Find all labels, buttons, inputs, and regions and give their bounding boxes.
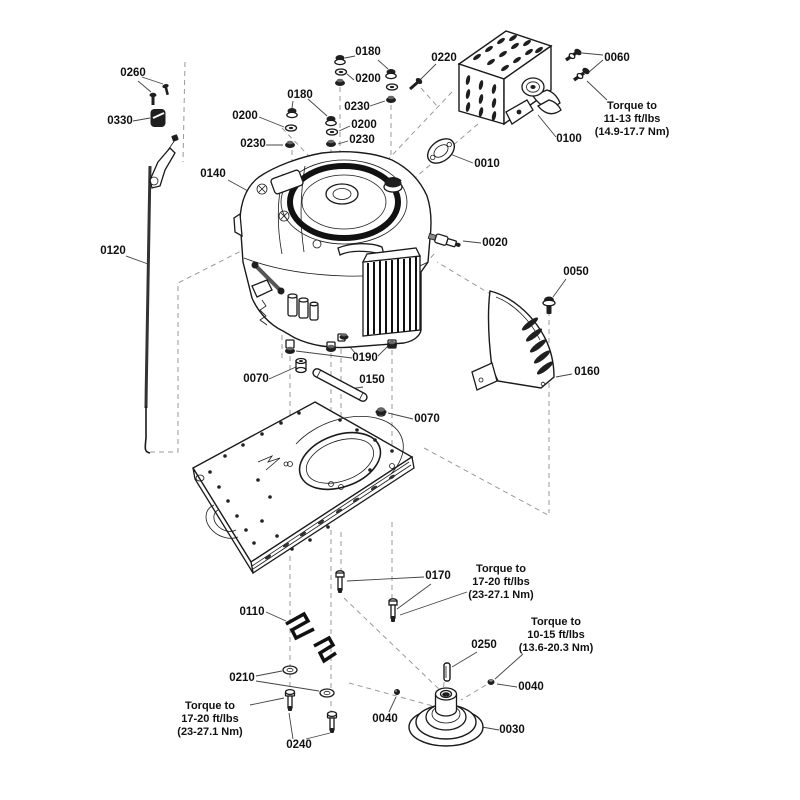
callout-0150: 0150 [359, 374, 385, 386]
clip-screws-0260 [149, 83, 169, 105]
torque-note-mount-right: Torque to 17-20 ft/lbs (23-27.1 Nm) [468, 563, 534, 601]
torque-note-pulley-line2: 10-15 ft/lbs [527, 629, 584, 641]
exhaust-gasket [426, 138, 456, 164]
muffler-outlet [521, 77, 562, 115]
throttle-cable-assembly [144, 134, 179, 454]
mount-bolts-0170 [335, 570, 398, 622]
engine-sticker-panel [270, 169, 304, 195]
callout-0010: 0010 [474, 158, 500, 170]
torque-note-mount-left-line1: Torque to [185, 700, 235, 712]
crankshaft-key-0250 [443, 662, 451, 682]
muffler-bolt-column-1 [334, 55, 348, 86]
plate-holes [208, 411, 394, 551]
spark-plug [427, 232, 461, 248]
nut-0040-left [394, 689, 400, 695]
callout-0040-left: 0040 [372, 713, 398, 725]
callout-0070-left: 0070 [243, 373, 269, 385]
callout-0200-muffler: 0200 [355, 73, 381, 85]
engine-mount-nuts-0190 [285, 333, 397, 354]
callout-0060: 0060 [604, 52, 630, 64]
muffler-louvers-top [473, 34, 543, 72]
callout-0220: 0220 [431, 52, 457, 64]
support-rod-0150 [312, 368, 368, 402]
torque-note-pulley: Torque to 10-15 ft/lbs (13.6-20.3 Nm) [519, 616, 594, 654]
torque-note-muffler-line3: (14.9-17.7 Nm) [595, 126, 670, 138]
torque-note-mount-left-line2: 17-20 ft/lbs [181, 713, 238, 725]
spacer-0070-left [295, 357, 307, 374]
carburetor-and-linkage [251, 261, 319, 326]
housing-bolt-column-2 [325, 116, 339, 147]
callout-0210: 0210 [229, 672, 255, 684]
torque-note-muffler-line2: 11-13 ft/lbs [604, 113, 661, 125]
torque-note-mount-right-line1: Torque to [476, 563, 526, 575]
plate-crank-opening [298, 431, 382, 491]
torque-note-pulley-line1: Torque to [531, 616, 581, 628]
oil-fill-cap [383, 177, 403, 193]
muffler-louvers-front [465, 75, 497, 121]
callout-0140: 0140 [200, 168, 226, 180]
callout-0160: 0160 [574, 366, 600, 378]
callout-0230-muffler: 0230 [344, 101, 370, 113]
callout-0070-right: 0070 [414, 413, 440, 425]
nut-0070-right [375, 407, 387, 417]
muffler-bolt-column-2 [385, 69, 399, 103]
muffler [457, 30, 562, 126]
callout-0030: 0030 [499, 724, 525, 736]
callout-0260: 0260 [120, 67, 146, 79]
screw-0220 [409, 77, 423, 91]
cover-louvers [521, 317, 554, 375]
callout-0190: 0190 [352, 352, 378, 364]
torque-note-muffler: Torque to 11-13 ft/lbs (14.9-17.7 Nm) [595, 100, 670, 138]
cable-clip-0330 [150, 109, 166, 127]
muffler-screws-0060 [565, 48, 590, 82]
torque-note-pulley-line3: (13.6-20.3 Nm) [519, 642, 594, 654]
mount-bolts-0240 [284, 688, 338, 733]
callout-0200-housing-right: 0200 [351, 119, 377, 131]
housing-bolt-column-1 [284, 108, 298, 148]
housing-screw-bosses [256, 183, 290, 222]
cylinder-fins [361, 247, 422, 337]
callout-0180-housing: 0180 [287, 89, 313, 101]
callout-0170: 0170 [425, 570, 451, 582]
torque-note-mount-right-line3: (23-27.1 Nm) [468, 589, 534, 601]
callout-0200-housing-left: 0200 [232, 110, 258, 122]
callout-0230-housing-left: 0230 [240, 138, 266, 150]
callout-0050: 0050 [563, 266, 589, 278]
callout-0180-muffler: 0180 [355, 46, 381, 58]
callout-0330: 0330 [107, 115, 133, 127]
recoil-starter [280, 159, 408, 245]
belt-guides-0110 [285, 611, 337, 664]
callout-0100: 0100 [556, 133, 582, 145]
nut-0040-right [487, 679, 495, 685]
callout-0240: 0240 [286, 739, 312, 751]
callout-0230-housing-right: 0230 [349, 134, 375, 146]
plate-front-slots [264, 474, 396, 560]
torque-note-mount-left: Torque to 17-20 ft/lbs (23-27.1 Nm) [177, 700, 243, 738]
engine-cover-deflector [471, 290, 555, 391]
cover-screw-0050 [542, 296, 556, 314]
callout-0040-right: 0040 [518, 681, 544, 693]
callout-0110: 0110 [240, 606, 265, 618]
torque-note-mount-right-line2: 17-20 ft/lbs [472, 576, 529, 588]
torque-note-muffler-line1: Torque to [607, 100, 657, 112]
engine-base-plate [192, 401, 415, 575]
torque-note-mount-left-line3: (23-27.1 Nm) [177, 726, 243, 738]
callout-leader-lines [125, 52, 608, 740]
callout-0020: 0020 [482, 237, 508, 249]
washers-0210 [282, 665, 335, 698]
callout-0250: 0250 [471, 639, 497, 651]
engine-pulley [408, 687, 484, 747]
callout-0120: 0120 [100, 245, 126, 257]
callout-labels: 0260 0330 0180 0200 0230 0220 0060 0180 … [100, 46, 630, 751]
engine [233, 151, 432, 351]
